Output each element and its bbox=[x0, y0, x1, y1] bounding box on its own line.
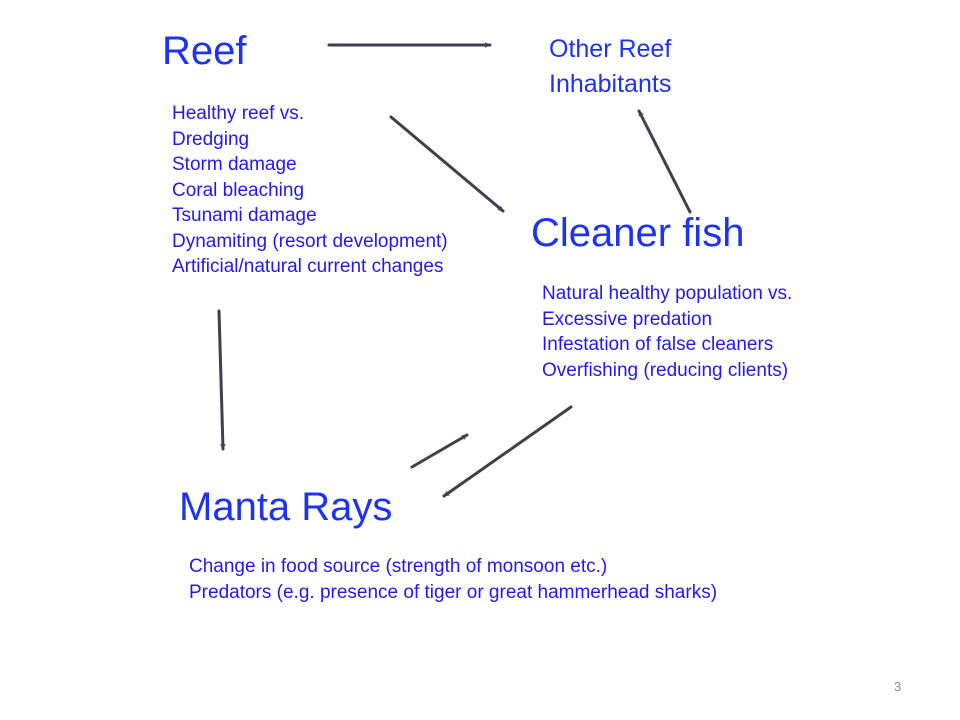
reef-title: Reef bbox=[162, 29, 247, 73]
cleaner-fish-factor: Infestation of false cleaners bbox=[542, 334, 774, 355]
reef-factor: Coral bleaching bbox=[172, 179, 305, 201]
page-number: 3 bbox=[894, 679, 902, 694]
manta-rays-factor: Change in food source (strength of monso… bbox=[189, 556, 608, 577]
reef-factor: Tsunami damage bbox=[172, 205, 317, 226]
arrow-cleaner-fish-to-manta-rays bbox=[442, 405, 573, 498]
manta-rays-factors-list: Change in food source (strength of monso… bbox=[189, 554, 717, 605]
cleaner-fish-title: Cleaner fish bbox=[531, 211, 745, 255]
reef-factor: Artificial/natural current changes bbox=[172, 256, 444, 277]
cleaner-fish-factor: Excessive predation bbox=[542, 308, 713, 330]
reef-factor: Dredging bbox=[172, 128, 250, 150]
cleaner-fish-factors-list: Natural healthy population vs. Excessive… bbox=[542, 281, 792, 383]
arrow-reef-to-cleaner-fish bbox=[389, 115, 505, 213]
arrow-manta-rays-to-cleaner-fish bbox=[410, 433, 469, 469]
reef-factor: Storm damage bbox=[172, 154, 297, 175]
manta-rays-title: Manta Rays bbox=[179, 485, 393, 529]
cleaner-fish-factor: Overfishing (reducing clients) bbox=[542, 359, 789, 381]
other-reef-inhabitants-title: Other Reef Inhabitants bbox=[549, 35, 672, 98]
cleaner-fish-factor: Natural healthy population vs. bbox=[542, 283, 793, 304]
manta-rays-factor: Predators (e.g. presence of tiger or gre… bbox=[189, 581, 718, 603]
reef-factor: Healthy reef vs. bbox=[172, 103, 304, 124]
reef-factor: Dynamiting (resort development) bbox=[172, 230, 448, 252]
arrow-cleaner-fish-to-inhabitants bbox=[637, 109, 692, 214]
arrow-reef-to-manta-rays bbox=[217, 309, 226, 451]
reef-factors-list: Healthy reef vs. Dredging Storm damage C… bbox=[172, 101, 448, 280]
